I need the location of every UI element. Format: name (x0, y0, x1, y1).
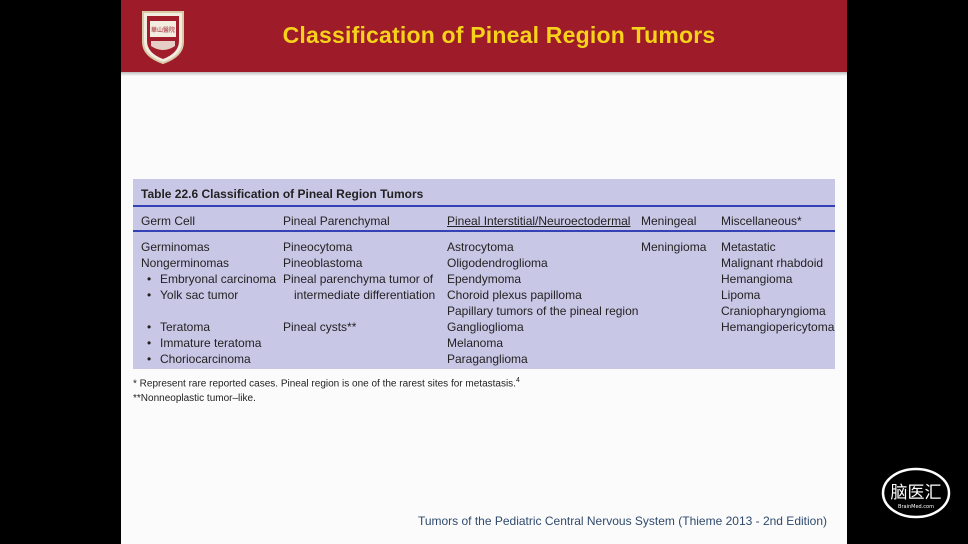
header-germ-cell: Germ Cell (141, 214, 196, 228)
list-item-text: Yolk sac tumor (160, 288, 239, 302)
table-cell: Astrocytoma (447, 240, 514, 254)
table-cell: Ependymoma (447, 272, 522, 286)
spacer (141, 303, 276, 319)
cell-pineocytoma: Pineocytoma (283, 240, 353, 254)
slide: 華山醫院 Classification of Pineal Region Tum… (121, 0, 847, 544)
table-cell: Melanoma (447, 336, 504, 350)
bullet-glyph: • (147, 336, 152, 350)
table-header-rule (133, 230, 835, 232)
svg-text:BrainMed.com: BrainMed.com (898, 504, 934, 510)
header-pineal-parenchymal: Pineal Parenchymal (283, 214, 390, 228)
list-item: • Yolk sac tumor (141, 287, 276, 303)
svg-text:脑医汇: 脑医汇 (891, 483, 942, 503)
bullet-glyph: • (147, 288, 152, 302)
table-cell: Hemangioma (721, 272, 793, 286)
column-pineal-parenchymal: Pineocytoma Pineoblastoma Pineal parench… (283, 239, 435, 335)
table-cell: Metastatic (721, 240, 776, 254)
footnote-text: * Represent rare reported cases. Pineal … (133, 378, 516, 390)
footnote-nonneoplastic: **Nonneoplastic tumor–like. (133, 393, 256, 405)
bullet-glyph: • (147, 352, 152, 366)
cell-pineoblastoma: Pineoblastoma (283, 256, 363, 270)
table-top-rule (133, 205, 835, 207)
source-citation: Tumors of the Pediatric Central Nervous … (417, 514, 827, 528)
title-bar: 華山醫院 Classification of Pineal Region Tum… (121, 0, 847, 76)
cell-germinomas: Germinomas (141, 240, 210, 254)
list-item: • Immature teratoma (141, 335, 276, 351)
header-meningeal: Meningeal (641, 214, 697, 228)
table-cell: Craniopharyngioma (721, 304, 826, 318)
list-item-text: Embryonal carcinoma (160, 272, 277, 286)
table-cell: Ganglioglioma (447, 320, 524, 334)
cell-ppt-intermediate-line1: Pineal parenchyma tumor of (283, 272, 434, 286)
bullet-glyph: • (147, 272, 152, 286)
column-pineal-interstitial: Astrocytoma Oligodendroglioma Ependymoma… (447, 239, 638, 367)
bullet-glyph: • (147, 320, 152, 334)
table-cell: Meningioma (641, 240, 707, 254)
list-item-text: Choriocarcinoma (160, 352, 251, 366)
svg-text:華山醫院: 華山醫院 (151, 26, 175, 34)
list-item-text: Immature teratoma (160, 336, 262, 350)
footnote-rare-cases: * Represent rare reported cases. Pineal … (133, 373, 520, 391)
hospital-shield-logo: 華山醫院 (142, 11, 184, 64)
table-cell: Choroid plexus papilloma (447, 288, 582, 302)
table-cell: Lipoma (721, 288, 761, 302)
cell-ppt-intermediate-line2: intermediate differentiation (294, 288, 436, 302)
title-bar-shadow (121, 72, 847, 76)
table-cell: Hemangiopericytoma (721, 320, 835, 334)
header-miscellaneous: Miscellaneous* (721, 214, 802, 228)
cell-pineal-cysts: Pineal cysts** (283, 320, 357, 334)
table-caption: Table 22.6 Classification of Pineal Regi… (141, 187, 424, 201)
list-item: • Teratoma (141, 319, 276, 335)
header-pineal-interstitial: Pineal Interstitial/Neuroectodermal (447, 214, 631, 228)
spacer (283, 303, 435, 319)
slide-title: Classification of Pineal Region Tumors (282, 22, 716, 48)
brainmed-watermark-logo: 脑医汇 BrainMed.com (881, 467, 951, 519)
cell-nongerminomas: Nongerminomas (141, 256, 230, 270)
footnote-reference: 4 (515, 377, 520, 384)
table-footnotes: * Represent rare reported cases. Pineal … (133, 373, 520, 406)
list-item: • Embryonal carcinoma (141, 271, 276, 287)
table-cell: Oligodendroglioma (447, 256, 548, 270)
table-cell: Malignant rhabdoid (721, 256, 824, 270)
list-item: • Choriocarcinoma (141, 351, 276, 367)
table-cell: Papillary tumors of the pineal region (447, 304, 639, 318)
column-meningeal: Meningioma (641, 239, 706, 255)
column-miscellaneous: Metastatic Malignant rhabdoid Hemangioma… (721, 239, 834, 335)
column-germ-cell: Germinomas Nongerminomas • Embryonal carc… (141, 239, 276, 367)
list-item-text: Teratoma (160, 320, 211, 334)
classification-table: Table 22.6 Classification of Pineal Regi… (133, 179, 835, 369)
table-cell: Paraganglioma (447, 352, 528, 366)
